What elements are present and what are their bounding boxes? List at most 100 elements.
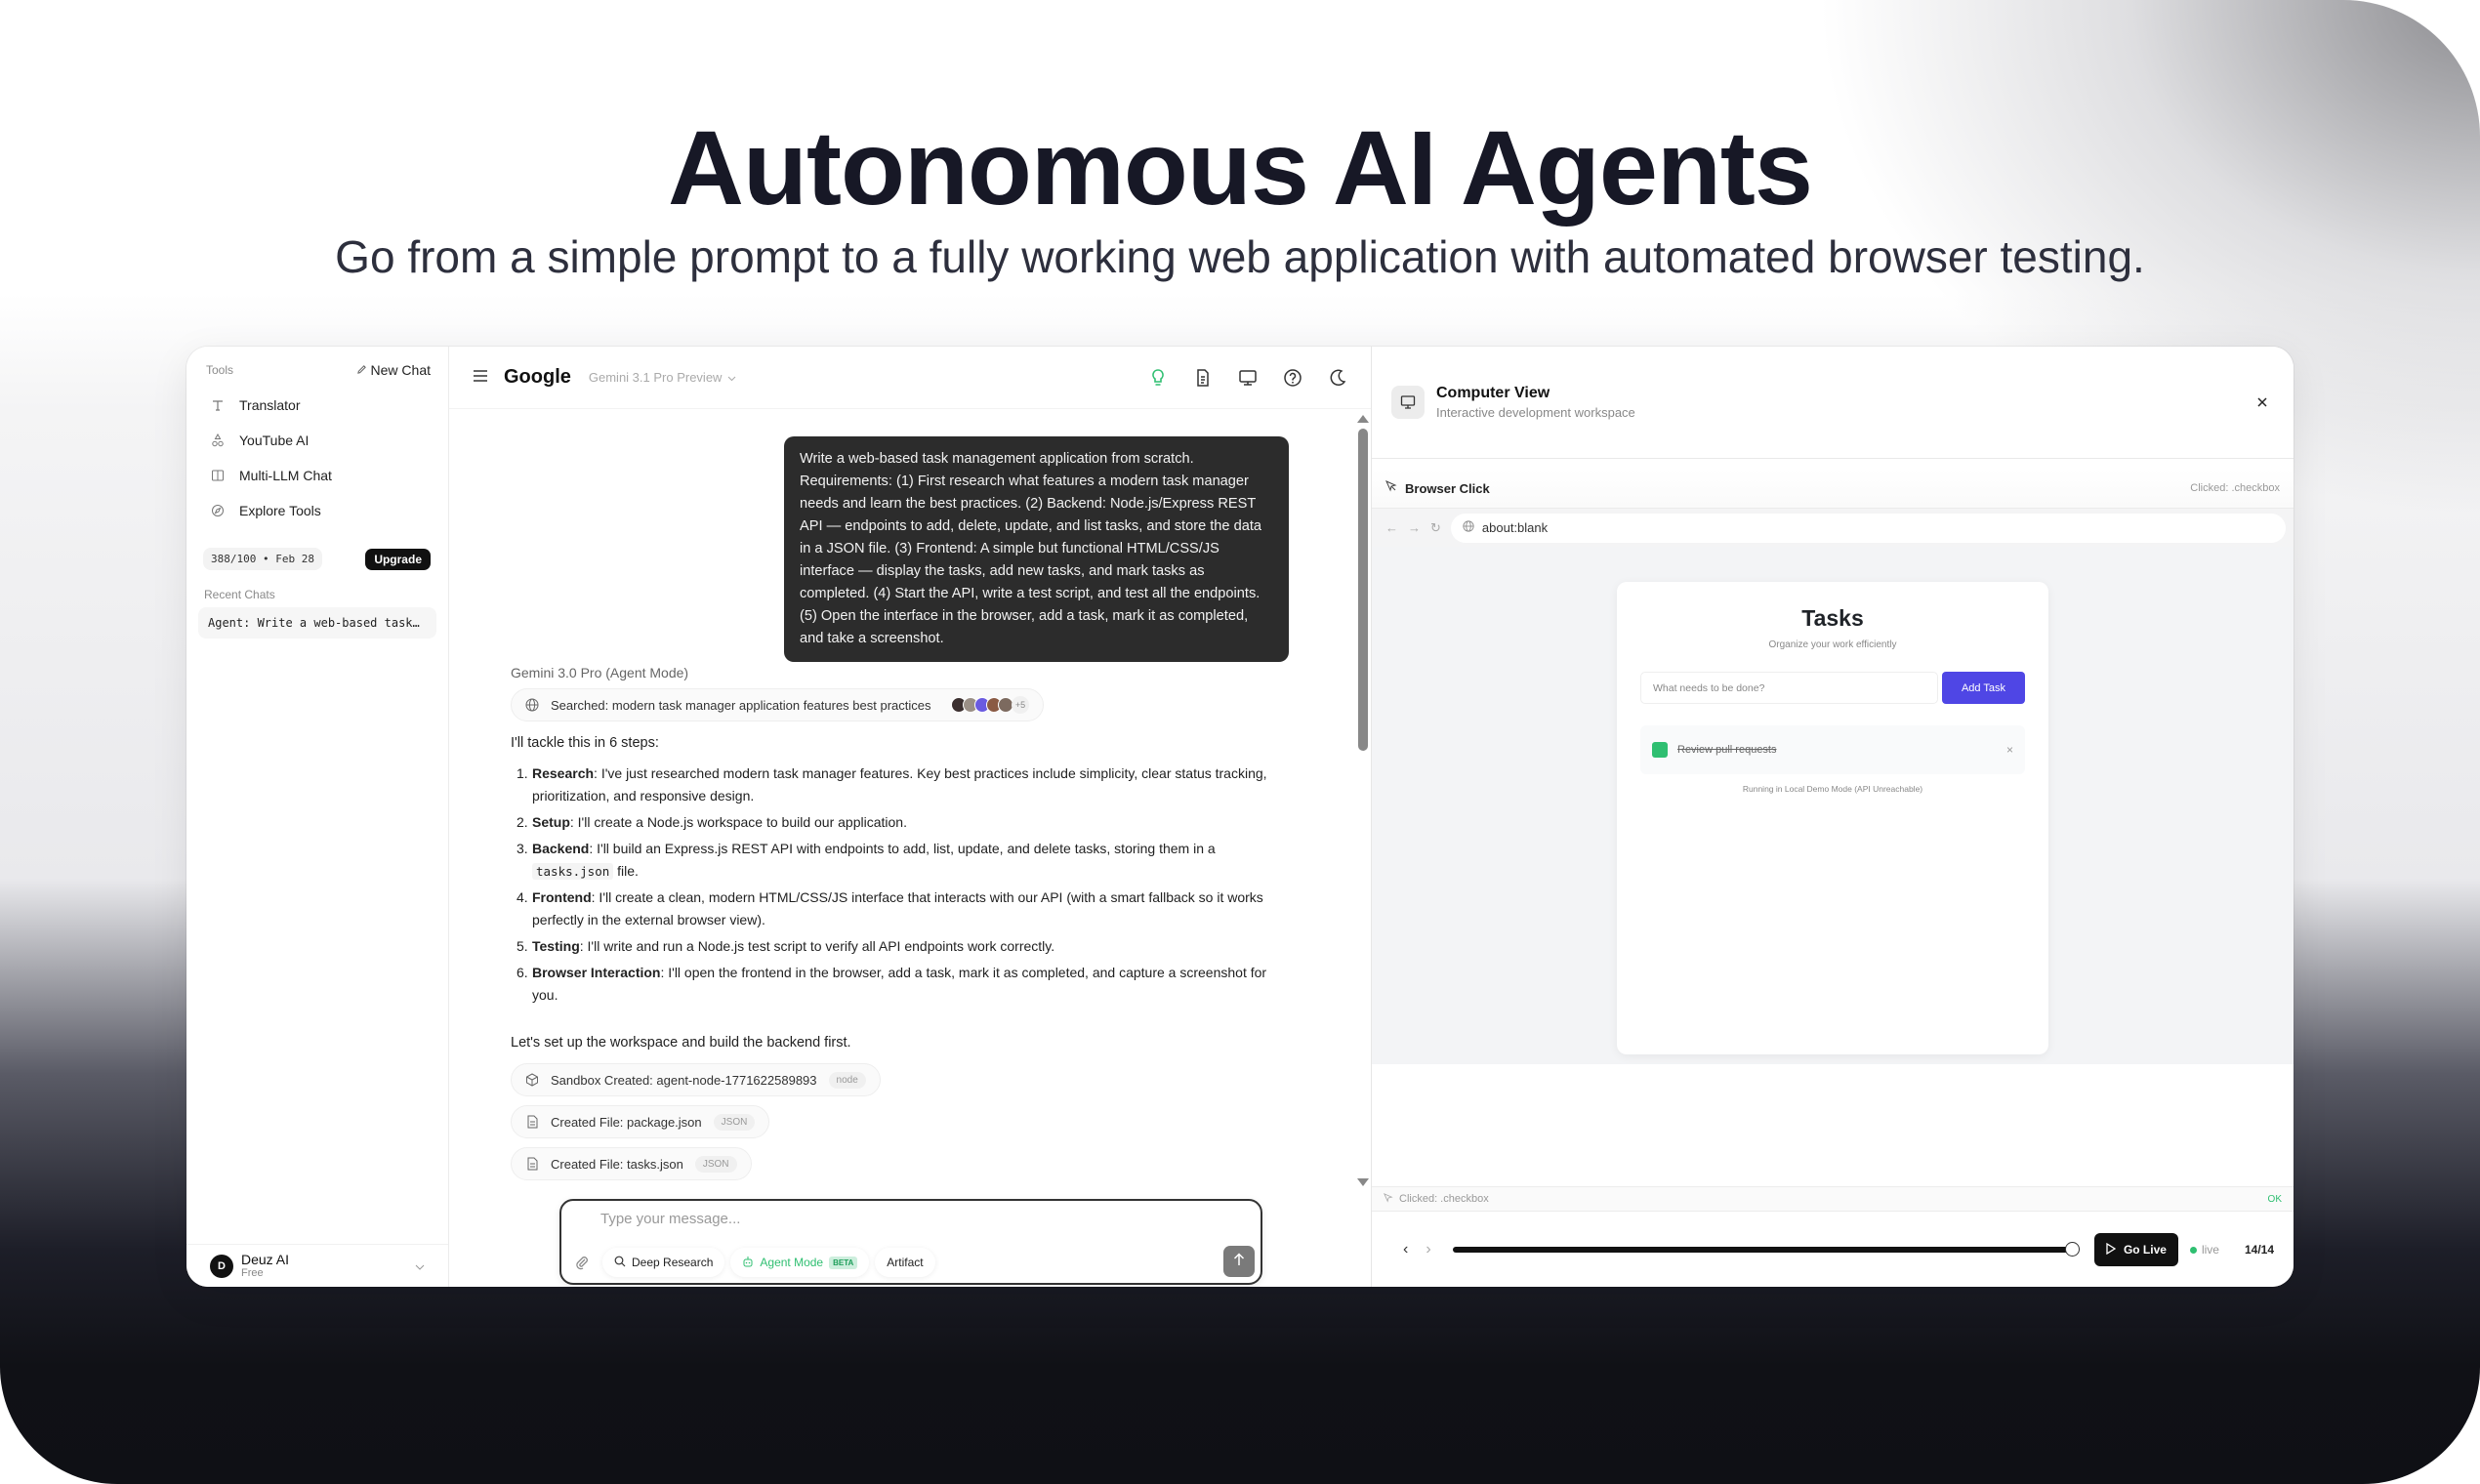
shapes-icon	[210, 433, 226, 448]
delete-task-icon[interactable]: ×	[2005, 743, 2013, 757]
plan-step: 5. Testing: I'll write and run a Node.js…	[517, 938, 1055, 954]
usage-counter: 388/100 • Feb 28	[203, 548, 322, 570]
sidebar: Tools New Chat Translator YouTube AI	[186, 347, 449, 1287]
user-name: Deuz AI	[241, 1251, 290, 1267]
new-task-input[interactable]	[1640, 672, 1938, 704]
action-detail: Clicked: .checkbox	[2190, 482, 2280, 494]
chat-scrollbar[interactable]	[1355, 415, 1369, 1186]
monitor-icon[interactable]	[1238, 368, 1258, 388]
scroll-down-arrow[interactable]	[1357, 1178, 1369, 1186]
new-chat-button[interactable]: New Chat	[356, 362, 431, 378]
text-icon	[210, 397, 226, 413]
address-bar[interactable]: about:blank	[1450, 513, 2286, 543]
user-message: Write a web-based task management applic…	[784, 436, 1289, 662]
sidebar-item-youtube-ai[interactable]: YouTube AI	[210, 423, 448, 458]
close-icon[interactable]	[2251, 387, 2274, 419]
user-plan: Free	[241, 1267, 264, 1280]
task-checkbox[interactable]	[1652, 742, 1668, 758]
scroll-thumb[interactable]	[1358, 429, 1368, 751]
cursor-icon	[1385, 479, 1397, 497]
timeline-thumb[interactable]	[2064, 1242, 2080, 1257]
previous-step-button[interactable]: ‹	[1403, 1241, 1409, 1257]
sidebar-item-translator[interactable]: Translator	[210, 388, 448, 423]
status-bar: Clicked: .checkbox OK	[1372, 1186, 2294, 1212]
sidebar-item-label: YouTube AI	[239, 433, 310, 448]
computer-view-panel: Computer View Interactive development wo…	[1372, 347, 2294, 1287]
tool-tag: node	[828, 1071, 866, 1089]
recent-chats-label: Recent Chats	[204, 588, 275, 601]
search-result-pill[interactable]: Searched: modern task manager applicatio…	[511, 688, 1044, 721]
beta-badge: BETA	[829, 1256, 858, 1269]
paperclip-icon[interactable]	[567, 1248, 597, 1277]
chat-header: Google Gemini 3.1 Pro Preview	[449, 347, 1371, 409]
forward-arrow-icon[interactable]: →	[1408, 520, 1421, 535]
agent-mode-button[interactable]: Agent Mode BETA	[730, 1248, 870, 1277]
step-counter: 14/14	[2244, 1243, 2274, 1257]
task-app-subtitle: Organize your work efficiently	[1768, 639, 1897, 650]
more-sources-count: +5	[1012, 696, 1029, 714]
replay-timeline-slider[interactable]	[1452, 1242, 2080, 1257]
action-label: Browser Click	[1405, 480, 1490, 496]
sidebar-item-multi-llm-chat[interactable]: Multi-LLM Chat	[210, 458, 448, 493]
hero-title: Autonomous AI Agents	[668, 108, 1813, 227]
search-icon	[614, 1256, 626, 1270]
lightbulb-icon[interactable]	[1148, 368, 1168, 388]
current-action: Browser Click Clicked: .checkbox	[1372, 469, 2294, 508]
reload-icon[interactable]: ↻	[1430, 519, 1441, 535]
compass-icon	[210, 503, 226, 518]
chat-panel: Google Gemini 3.1 Pro Preview	[449, 347, 1372, 1287]
agent-intro: I'll tackle this in 6 steps:	[511, 735, 659, 751]
tool-call-pill[interactable]: Created File: package.json JSON	[511, 1105, 770, 1138]
task-text: Review pull requests	[1677, 744, 1777, 756]
sidebar-item-label: Translator	[239, 397, 301, 413]
tool-tag: JSON	[713, 1113, 756, 1131]
globe-icon	[1463, 520, 1474, 535]
model-name: Gemini 3.1 Pro Preview	[588, 370, 723, 385]
source-favicons: +5	[951, 696, 1029, 714]
upgrade-button[interactable]: Upgrade	[365, 548, 431, 570]
app-window: Tools New Chat Translator YouTube AI	[186, 347, 2294, 1287]
user-menu[interactable]: D Deuz AI Free	[186, 1244, 448, 1287]
message-composer: Deep Research Agent Mode BETA Artifact	[559, 1199, 1262, 1285]
artifact-button[interactable]: Artifact	[875, 1248, 935, 1277]
scroll-up-arrow[interactable]	[1357, 415, 1369, 423]
menu-icon[interactable]	[473, 366, 488, 389]
plan-step: 4. Frontend: I'll create a clean, modern…	[517, 889, 1263, 928]
play-icon	[2106, 1242, 2117, 1257]
tool-call-pill[interactable]: Sandbox Created: agent-node-177162258989…	[511, 1063, 881, 1096]
send-button[interactable]	[1223, 1246, 1255, 1277]
task-app-title: Tasks	[1801, 605, 1864, 631]
model-selector[interactable]: Gemini 3.1 Pro Preview	[589, 370, 737, 385]
back-arrow-icon[interactable]: ←	[1385, 520, 1398, 535]
add-task-button[interactable]: Add Task	[1942, 672, 2025, 704]
moon-icon[interactable]	[1328, 368, 1347, 388]
cursor-icon	[1384, 1192, 1393, 1206]
sidebar-item-label: Explore Tools	[239, 503, 321, 518]
replay-controls: ‹ › Go Live live 14/14	[1372, 1213, 2294, 1287]
recent-chat-item[interactable]: Agent: Write a web-based task…	[198, 607, 436, 639]
live-indicator: live	[2189, 1243, 2219, 1257]
new-chat-label: New Chat	[370, 362, 431, 378]
tool-call-pill[interactable]: Created File: tasks.json JSON	[511, 1147, 752, 1180]
go-live-button[interactable]: Go Live	[2093, 1233, 2178, 1266]
browser-toolbar: ← → ↻ about:blank	[1372, 508, 2294, 547]
task-item: Review pull requests ×	[1640, 725, 2025, 774]
status-ok: OK	[2267, 1193, 2282, 1205]
pencil-icon	[356, 362, 367, 378]
help-icon[interactable]	[1283, 368, 1302, 388]
plan-step: 1. Research: I've just researched modern…	[517, 765, 1267, 804]
deep-research-button[interactable]: Deep Research	[602, 1248, 725, 1277]
document-icon[interactable]	[1193, 368, 1213, 388]
tool-tag: JSON	[694, 1155, 737, 1173]
message-list: Write a web-based task management applic…	[449, 409, 1355, 1189]
chevron-down-icon	[415, 1259, 425, 1273]
task-app-card: Tasks Organize your work efficiently Add…	[1617, 582, 2048, 1054]
search-query: Searched: modern task manager applicatio…	[551, 697, 931, 713]
sidebar-item-explore-tools[interactable]: Explore Tools	[210, 493, 448, 528]
tools-label: Tools	[206, 363, 234, 377]
next-step-button[interactable]: ›	[1426, 1241, 1431, 1257]
plan-steps: 1. Research: I've just researched modern…	[511, 763, 1292, 1010]
message-input[interactable]	[600, 1211, 1186, 1227]
columns-icon	[210, 468, 226, 483]
